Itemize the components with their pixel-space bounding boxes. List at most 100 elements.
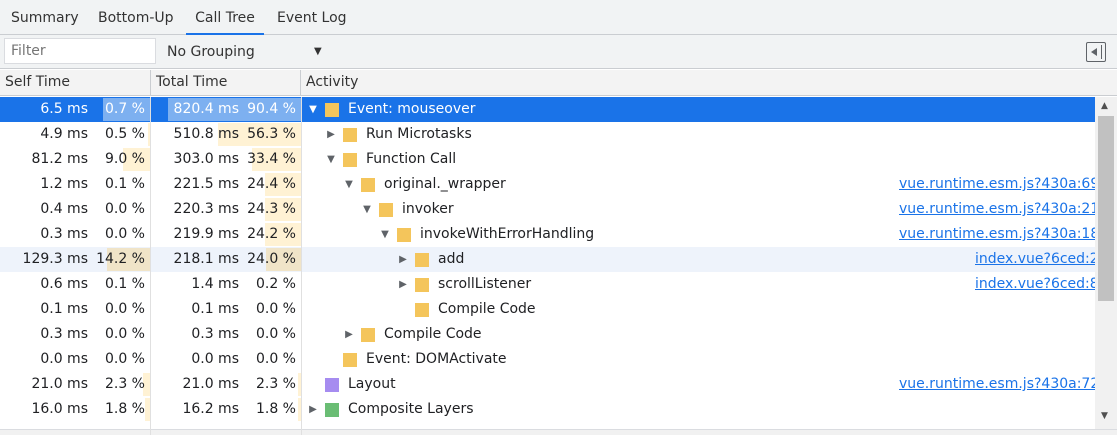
self-time-bar <box>103 98 150 121</box>
self-time-percent: 2.3 % <box>104 376 145 392</box>
self-time-value: 129.3 ms <box>22 251 88 267</box>
self-time-value: 1.2 ms <box>40 176 88 192</box>
category-color-icon <box>361 328 375 342</box>
category-color-icon <box>325 403 339 417</box>
activity-cell: ▼ invokeWithErrorHandling vue.runtime.esm.… <box>301 222 1095 247</box>
total-time-bar <box>266 248 301 271</box>
total-time-cell: 16.2 ms 1.8 % <box>151 397 301 422</box>
expand-down-icon[interactable]: ▼ <box>381 229 389 240</box>
category-color-icon <box>325 103 339 117</box>
total-time-bar <box>168 98 301 121</box>
tab-call-tree[interactable]: Call Tree <box>186 0 264 35</box>
expand-right-icon[interactable]: ▶ <box>345 329 353 340</box>
dropdown-arrow-icon[interactable]: ▼ <box>314 46 322 57</box>
expand-down-icon[interactable]: ▼ <box>327 154 335 165</box>
activity-name: Compile Code <box>438 301 536 317</box>
activity-name: invokeWithErrorHandling <box>420 226 595 242</box>
self-time-cell: 0.3 ms 0.0 % <box>0 322 150 347</box>
category-color-icon <box>343 353 357 367</box>
source-link[interactable]: vue.runtime.esm.js?430a:1854 <box>899 226 1095 242</box>
source-link[interactable]: vue.runtime.esm.js?430a:7208 <box>899 376 1095 392</box>
total-time-value: 510.8 ms <box>173 126 239 142</box>
total-time-value: 0.0 ms <box>191 351 239 367</box>
horizontal-scrollbar[interactable] <box>0 429 1117 435</box>
total-time-percent: 56.3 % <box>247 126 296 142</box>
activity-name: original._wrapper <box>384 176 506 192</box>
activity-cell: ▶Compile Code <box>301 322 1095 347</box>
total-time-value: 0.1 ms <box>191 301 239 317</box>
total-time-percent: 24.2 % <box>247 226 296 242</box>
self-time-value: 0.1 ms <box>40 301 88 317</box>
total-time-percent: 0.0 % <box>255 351 296 367</box>
self-time-percent: 9.0 % <box>104 151 145 167</box>
total-time-value: 21.0 ms <box>182 376 239 392</box>
self-time-bar <box>145 398 150 421</box>
total-time-percent: 0.0 % <box>255 326 296 342</box>
self-time-value: 4.9 ms <box>40 126 88 142</box>
expand-right-icon[interactable]: ▶ <box>399 279 407 290</box>
activity-cell: ▶Run Microtasks <box>301 122 1095 147</box>
expand-down-icon[interactable]: ▼ <box>345 179 353 190</box>
activity-cell: ▼ original._wrapper vue.runtime.esm.js?430… <box>301 172 1095 197</box>
total-time-percent: 1.8 % <box>255 401 296 417</box>
scroll-up-icon[interactable]: ▲ <box>1101 101 1108 111</box>
source-link[interactable]: vue.runtime.esm.js?430a:2177 <box>899 201 1095 217</box>
grouping-select[interactable]: No Grouping <box>167 44 255 60</box>
self-time-bar <box>123 148 150 171</box>
sidebar-toggle-icon[interactable] <box>1086 42 1106 62</box>
self-time-percent: 0.0 % <box>104 326 145 342</box>
source-link[interactable]: index.vue?6ced:28 <box>975 251 1095 267</box>
tab-event-log[interactable]: Event Log <box>277 10 347 26</box>
self-time-value: 16.0 ms <box>31 401 88 417</box>
category-color-icon <box>415 303 429 317</box>
source-link[interactable]: vue.runtime.esm.js?430a:6944 <box>899 176 1095 192</box>
expand-down-icon[interactable]: ▼ <box>309 104 317 115</box>
total-time-value: 303.0 ms <box>173 151 239 167</box>
expand-down-icon[interactable]: ▼ <box>363 204 371 215</box>
expand-right-icon[interactable]: ▶ <box>399 254 407 265</box>
activity-name: Event: DOMActivate <box>366 351 507 367</box>
vertical-scrollbar[interactable]: ▲ ▼ <box>1095 97 1117 429</box>
source-link[interactable]: index.vue?6ced:83 <box>975 276 1095 292</box>
self-time-percent: 0.1 % <box>104 276 145 292</box>
activity-header[interactable]: Activity <box>306 74 359 90</box>
category-color-icon <box>379 203 393 217</box>
total-time-value: 16.2 ms <box>182 401 239 417</box>
filter-input[interactable] <box>4 38 156 64</box>
scrollbar-thumb[interactable] <box>1098 116 1114 301</box>
self-time-value: 0.0 ms <box>40 351 88 367</box>
category-color-icon <box>343 128 357 142</box>
self-time-value: 0.3 ms <box>40 326 88 342</box>
tab-summary[interactable]: Summary <box>11 10 79 26</box>
tab-bottom-up[interactable]: Bottom-Up <box>98 10 174 26</box>
expand-right-icon[interactable]: ▶ <box>309 404 317 415</box>
total-time-header[interactable]: Total Time <box>151 70 301 95</box>
expand-right-icon[interactable]: ▶ <box>327 129 335 140</box>
self-time-value: 0.4 ms <box>40 201 88 217</box>
category-color-icon <box>361 178 375 192</box>
self-time-header[interactable]: Self Time <box>0 70 151 95</box>
scroll-down-icon[interactable]: ▼ <box>1101 411 1108 421</box>
